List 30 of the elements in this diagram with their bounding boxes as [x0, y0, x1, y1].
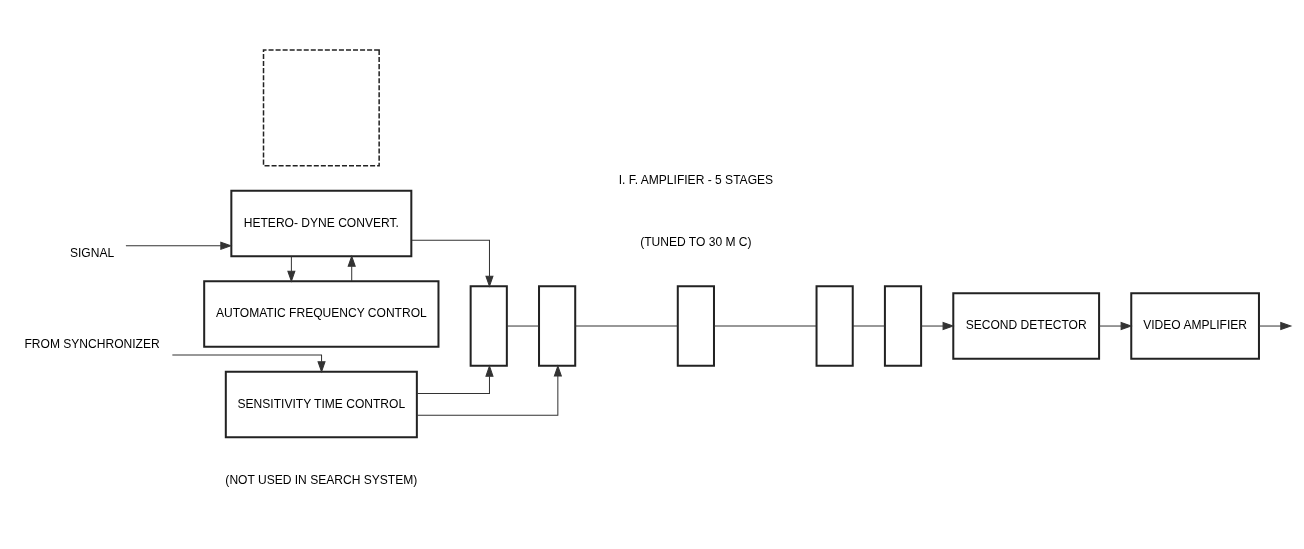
- arrow: [920, 321, 955, 331]
- node-box: [262, 49, 380, 167]
- node-box: [676, 285, 715, 367]
- connector: [506, 325, 540, 327]
- arrow: [416, 364, 494, 395]
- arrow: [1258, 321, 1293, 331]
- label: I. F. AMPLIFIER - 5 STAGES: [618, 173, 774, 188]
- arrow: [1098, 321, 1133, 331]
- arrow: [411, 239, 494, 288]
- arrow: [287, 255, 296, 283]
- connector: [574, 325, 679, 327]
- node-box: HETERO- DYNE CONVERT.: [230, 189, 413, 258]
- label: (TUNED TO 30 M C): [640, 234, 752, 249]
- node-box: [815, 285, 854, 367]
- node-text: SIGNAL: [69, 245, 115, 260]
- node-box: SECOND DETECTOR: [952, 292, 1101, 360]
- node-box: [538, 285, 577, 367]
- arrow: [416, 364, 563, 416]
- connector: [713, 325, 817, 327]
- node-box: [469, 285, 508, 367]
- arrow: [347, 254, 356, 282]
- node-box: VIDEO AMPLIFIER: [1130, 292, 1260, 360]
- arrow: [171, 354, 326, 374]
- node-box: AUTOMATIC FREQUENCY CONTROL: [203, 280, 440, 348]
- node-text: FROM SYNCHRONIZER: [24, 337, 160, 352]
- connector: [852, 325, 886, 327]
- node-box: [883, 285, 923, 367]
- label: (NOT USED IN SEARCH SYSTEM): [225, 473, 418, 487]
- node-box: SENSITIVITY TIME CONTROL: [224, 370, 418, 439]
- arrow: [125, 241, 233, 251]
